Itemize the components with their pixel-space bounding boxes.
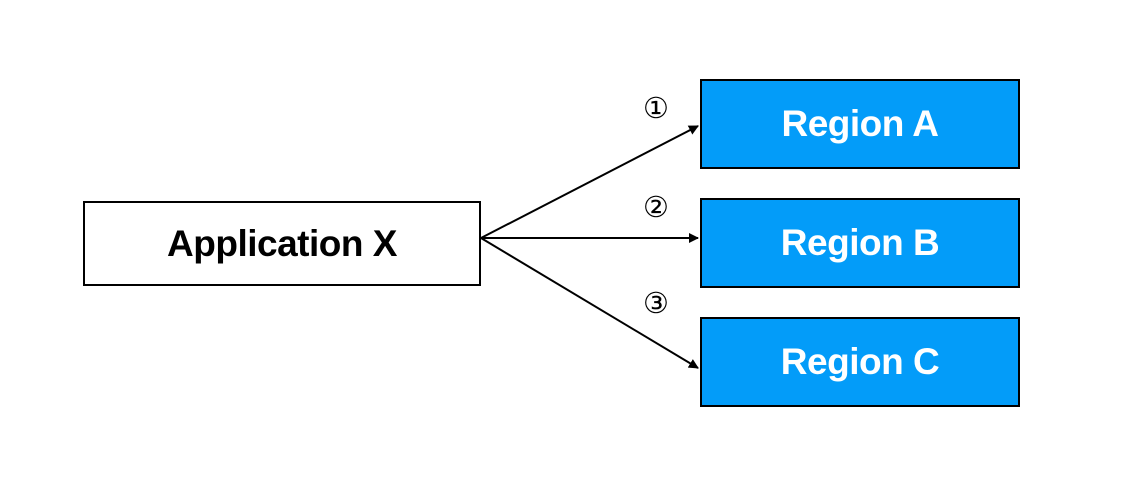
step-1-marker: ① xyxy=(643,91,669,125)
region-a-box: Region A xyxy=(700,79,1020,169)
arrow-to-region-c xyxy=(480,237,699,369)
region-b-box: Region B xyxy=(700,198,1020,288)
region-a-label: Region A xyxy=(781,103,939,144)
application-x-box: Application X xyxy=(83,201,481,286)
region-c-box: Region C xyxy=(700,317,1020,407)
application-x-label: Application X xyxy=(167,222,397,264)
arrow-to-region-a xyxy=(480,125,699,239)
step-3-marker: ③ xyxy=(643,286,669,320)
region-b-label: Region B xyxy=(780,222,940,263)
step-2-marker: ② xyxy=(643,190,669,224)
region-c-label: Region C xyxy=(780,341,940,382)
